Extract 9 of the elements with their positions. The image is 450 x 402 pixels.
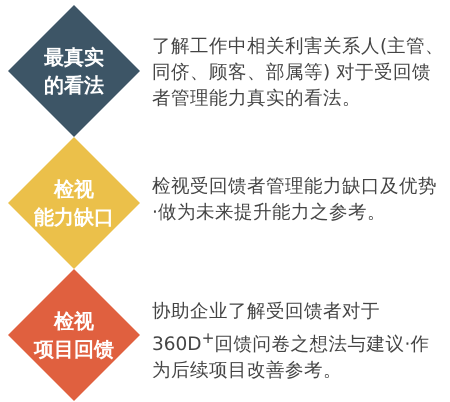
description-text: 检视受回馈者管理能力缺口及优势·做为未来提升能力之参考。 <box>152 175 438 225</box>
diamond-label: 检视能力缺口 <box>33 176 115 231</box>
diamond <box>8 269 140 401</box>
description-text: 协助企业了解受回馈者对于360D$^{+}$回馈问卷之想法与建议·作为后续项目改善参考。 <box>152 300 430 384</box>
diamond-label: 检视项目回馈 <box>32 308 115 363</box>
diamond <box>8 5 140 137</box>
description-text: 了解工作中相关利害关系人(主管、同侪、顾客、部属等) 对于受回馈者管理能力真实的看法。 <box>152 35 446 111</box>
diamond-label: 最真实的看法 <box>43 44 105 99</box>
diamond <box>8 137 140 269</box>
